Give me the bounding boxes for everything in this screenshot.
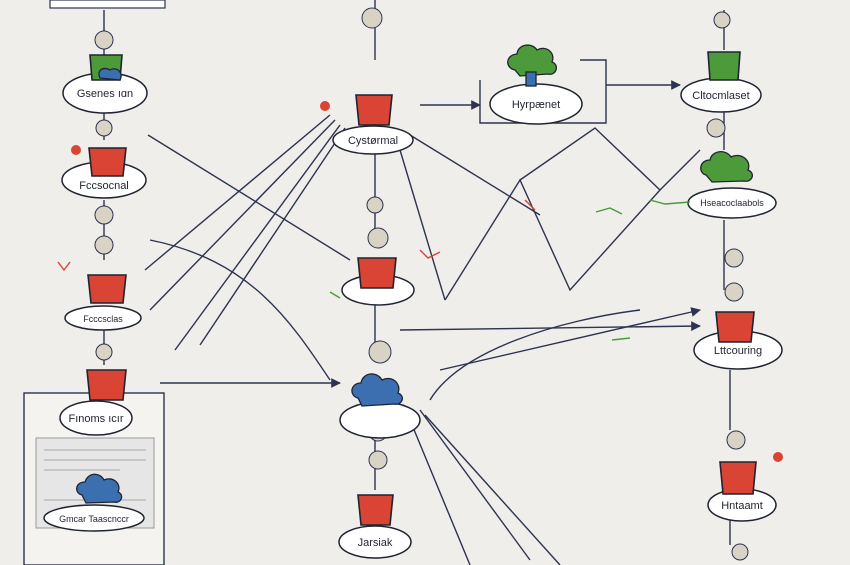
bubble-right-green <box>687 187 777 219</box>
connector-curve-2 <box>429 309 641 401</box>
connector-fan-2 <box>149 119 336 311</box>
cloud-icon <box>700 151 753 183</box>
dot-node <box>94 205 114 225</box>
connector-fan-1 <box>144 114 331 271</box>
connector-curve-1 <box>149 239 331 381</box>
label-top-middle-card: Hyrpænet <box>512 99 560 111</box>
label-center-top: Cystørmal <box>348 135 398 147</box>
green-servers <box>89 51 741 81</box>
connector-cloud-bottom-1 <box>419 409 531 561</box>
cloud-icon <box>351 373 403 407</box>
server-icon <box>357 257 397 289</box>
connector-cloud-bottom-3 <box>409 419 471 565</box>
cloud-base <box>525 71 537 87</box>
server-icon <box>707 51 741 81</box>
accent-marks <box>57 101 783 462</box>
connectors <box>103 0 731 565</box>
server-icon <box>355 94 393 126</box>
bubble-left-panel-caption <box>43 504 145 532</box>
label-top-left: Gsenes ıɑn <box>77 88 133 100</box>
cloud-icon <box>507 44 558 77</box>
dot-node <box>94 30 114 50</box>
connector-zigzag <box>444 149 701 301</box>
dot-node <box>368 340 392 364</box>
label-top-right: Cltocmlaset <box>692 90 749 102</box>
label-left-panel-caption: Gmcar Taascnccr <box>59 514 129 524</box>
node-bubbles <box>43 72 783 559</box>
label-right-green: Hseacoclaabols <box>700 198 764 208</box>
bubble-bottom-center <box>338 525 412 559</box>
label-right-red: Lttcouring <box>714 345 762 357</box>
bubble-left-panel-title <box>59 400 133 436</box>
server-icon <box>86 369 127 401</box>
dot-node <box>713 11 731 29</box>
dot-node <box>94 235 114 255</box>
red-servers <box>86 94 757 526</box>
dot-node <box>726 430 746 450</box>
cloud-icon <box>76 473 123 504</box>
dot-node <box>368 450 388 470</box>
dot-node <box>724 282 744 302</box>
dot-node <box>95 343 113 361</box>
server-icon <box>719 461 757 495</box>
dot-node <box>367 227 389 249</box>
connector-to-right-red-2 <box>439 307 701 371</box>
connector-zigzag-2 <box>519 127 661 191</box>
card-hypernet <box>479 59 607 125</box>
dot-node <box>95 119 113 137</box>
dot-node <box>706 118 726 138</box>
bubble-center-cloud <box>339 401 421 439</box>
connector-fan-3 <box>174 124 341 351</box>
server-icon <box>715 311 755 343</box>
node-labels: Gsenes ıɑn Fccsocnal Fcccsclas Fınoms ıc… <box>59 88 764 549</box>
label-left-red-1: Fccsocnal <box>79 180 129 192</box>
connector-fan-4 <box>199 127 346 346</box>
server-icon <box>357 494 394 526</box>
server-icon <box>88 147 127 177</box>
dot-node <box>731 543 749 561</box>
label-left-red-2: Fcccsclas <box>83 314 123 324</box>
dot-node <box>724 248 744 268</box>
cloud-icon <box>98 67 122 81</box>
connector-left-to-center <box>147 134 351 261</box>
label-bottom-right: Hntaamt <box>721 500 763 512</box>
server-icon <box>87 274 127 304</box>
dot-node <box>361 7 383 29</box>
label-left-panel-title: Fınoms ıcır <box>68 413 123 425</box>
bubble-center-top <box>332 125 414 155</box>
connector-cross-2 <box>399 149 446 301</box>
small-connector-nodes <box>94 7 749 561</box>
connector-cloud-bottom-2 <box>424 414 561 565</box>
dot-node <box>366 196 384 214</box>
clouds <box>76 44 753 504</box>
label-bottom-center: Jarsiak <box>358 537 393 549</box>
bubble-left-red-2 <box>64 305 142 331</box>
connector-cross-1 <box>409 134 541 216</box>
